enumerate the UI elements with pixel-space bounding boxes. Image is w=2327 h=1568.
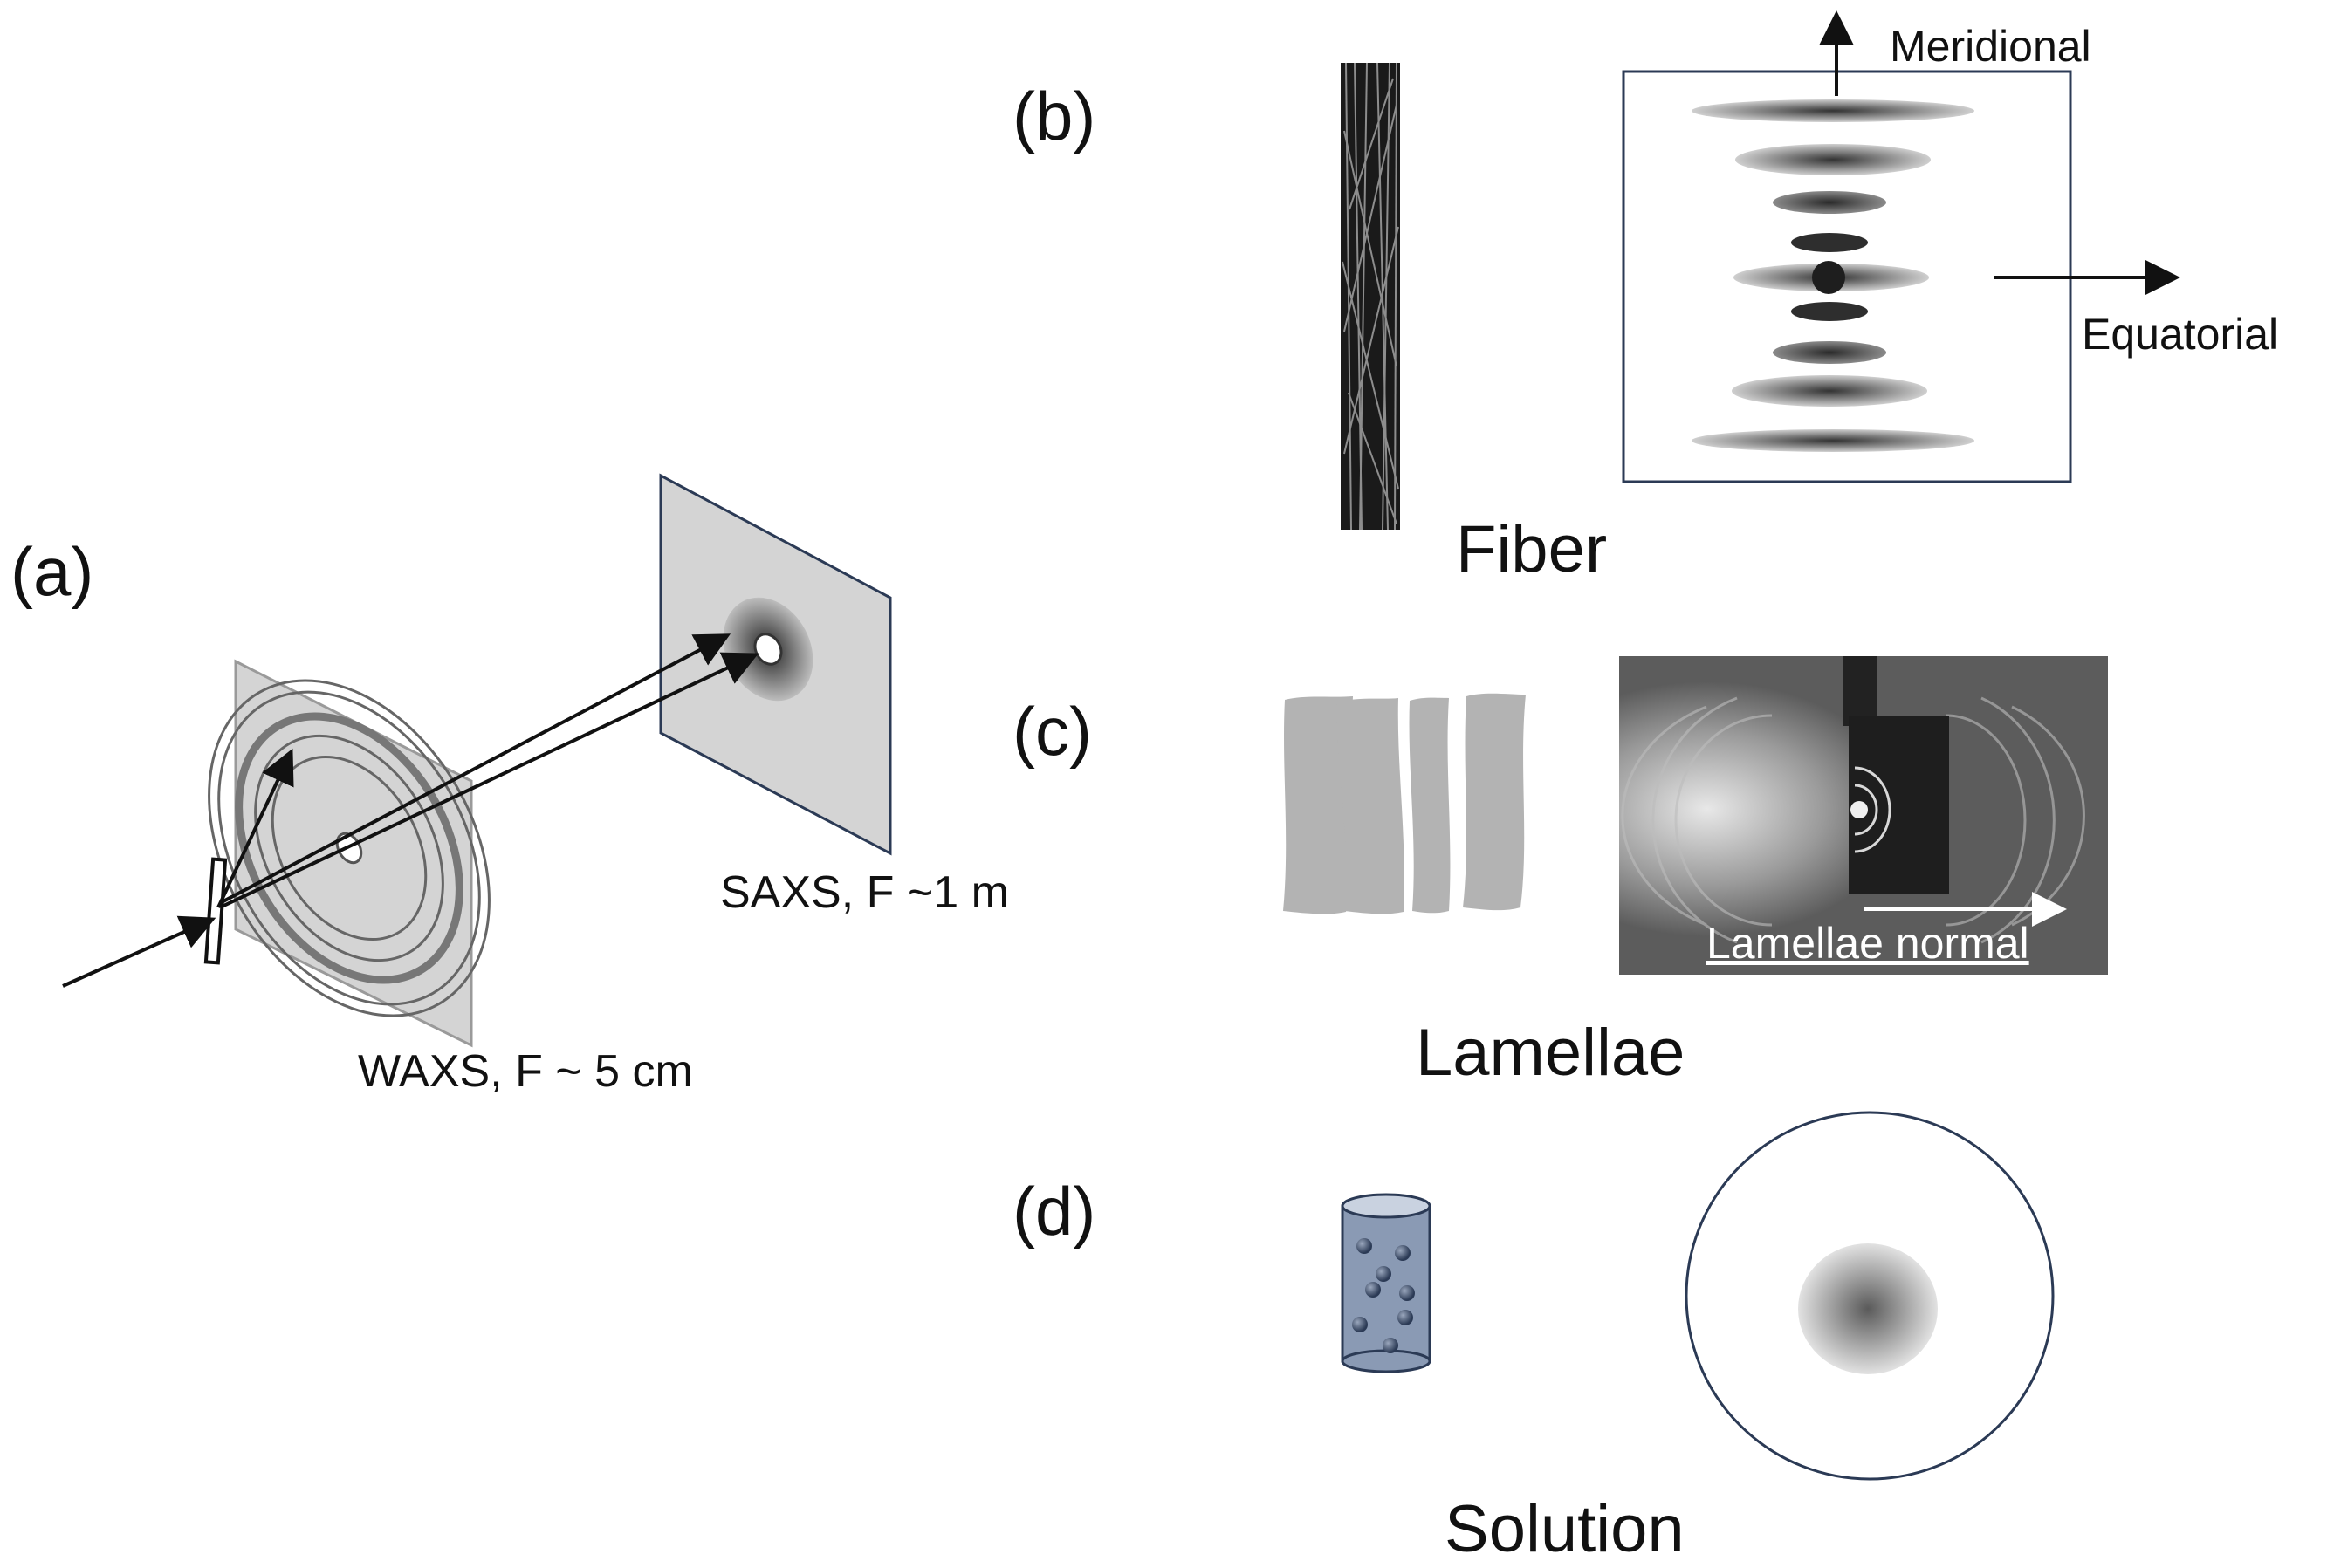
panel-a: (a) WAXS, F ~ 5 cm SAXS, F ~1 m (10, 473, 1009, 1097)
waxs-label: WAXS, F ~ 5 cm (358, 1046, 693, 1097)
panel-b-label: (b) (1012, 78, 1095, 154)
incident-beam-arrow (62, 915, 216, 988)
beamstop-shadow (1843, 656, 1877, 726)
sample-holder (203, 857, 228, 965)
panel-d: (d) Solution (1012, 1111, 2055, 1566)
panel-a-label: (a) (10, 533, 93, 610)
fiber-bundle (1341, 62, 1400, 531)
panel-c-label: (c) (1012, 693, 1092, 770)
waxs-scattered-beam (216, 748, 294, 908)
saxs-scattered-beam-upper (219, 633, 731, 905)
lamellae-stack (1283, 693, 1526, 914)
solute-particles (1352, 1238, 1415, 1353)
panel-c: (c) Lamellae (1012, 656, 2108, 1090)
fiber-pattern-spots (1692, 99, 1974, 452)
panel-b: (b) Fiber (1012, 10, 2278, 586)
meridional-label: Meridional (1890, 22, 2091, 71)
saxs-label: SAXS, F ~1 m (720, 867, 1009, 918)
saxs-direct-beam (219, 652, 759, 909)
solution-vial (1341, 1193, 1431, 1373)
lamellae-xray-photo: Lamellae normal (1619, 656, 2108, 975)
solution-label: Solution (1445, 1492, 1685, 1566)
lamellae-label: Lamellae (1416, 1016, 1685, 1090)
fiber-label: Fiber (1456, 512, 1607, 586)
equatorial-label: Equatorial (2082, 310, 2278, 359)
lamellae-normal-label: Lamellae normal (1706, 919, 2029, 968)
solution-scattering-blob (1798, 1243, 1938, 1374)
panel-d-label: (d) (1012, 1173, 1095, 1250)
